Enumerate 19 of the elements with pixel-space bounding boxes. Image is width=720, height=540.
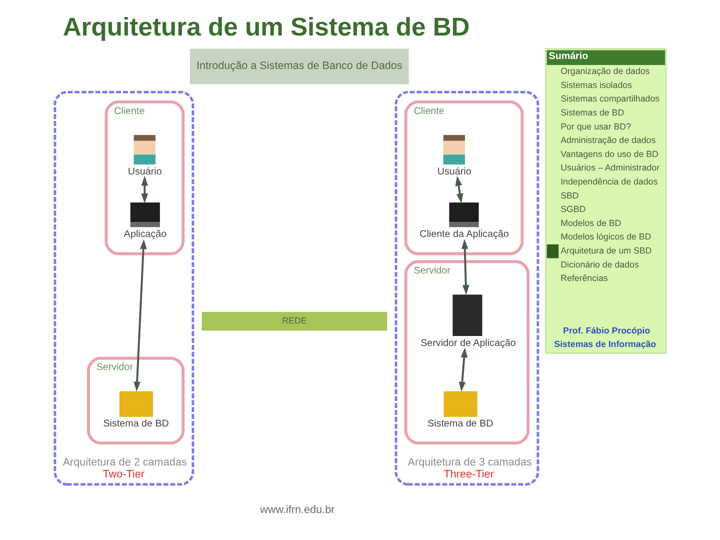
arrow (458, 348, 468, 392)
node-label: Sistema de BD (427, 418, 493, 430)
node-label: Cliente da Aplicação (419, 228, 508, 240)
node-box (452, 294, 482, 336)
node-label: Aplicação (123, 228, 166, 240)
node-label: Sistema de BD (102, 418, 168, 430)
node-box (119, 391, 153, 417)
label: www.ifrn.edu.br (260, 504, 334, 516)
node-box (443, 391, 477, 417)
arrow (133, 239, 146, 392)
arrow (140, 176, 148, 204)
arrow (460, 239, 469, 295)
diagram-title: Arquitetura de um Sistema de BD (62, 14, 470, 42)
node-box: REDE (201, 312, 387, 331)
label: Introdução a Sistemas de Banco de Dados (196, 60, 402, 72)
arrow (454, 176, 463, 204)
node-label: Servidor de Aplicação (420, 338, 516, 349)
node-label: Usuário (436, 166, 471, 178)
node-label: Usuário (127, 166, 162, 178)
